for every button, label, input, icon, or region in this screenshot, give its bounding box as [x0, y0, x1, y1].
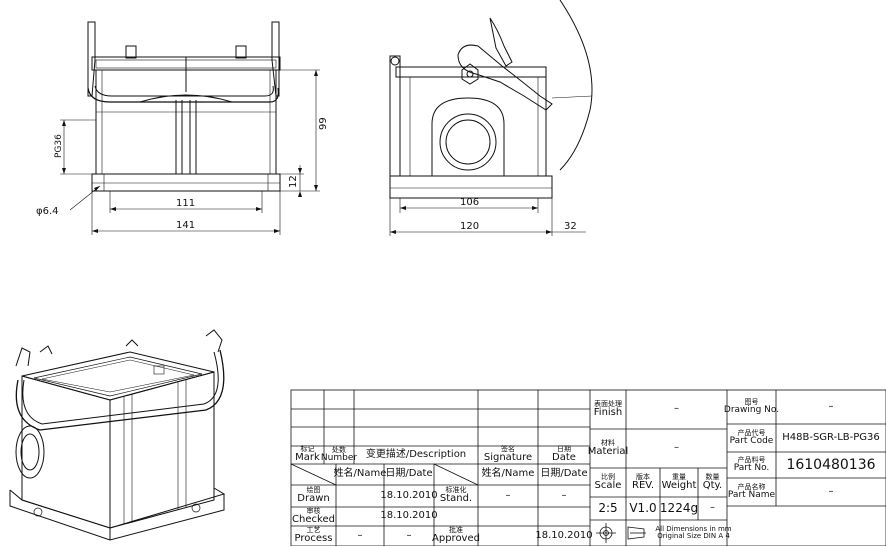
dim-12: 12: [288, 175, 299, 188]
dimension-labels: φ6.4 111 141 99 12 PG36 106 120 32: [36, 117, 577, 232]
front-view: [60, 21, 320, 235]
dim-141: 141: [176, 220, 195, 231]
dim-99: 99: [318, 117, 329, 130]
projection-symbol: [596, 523, 646, 543]
dim-phi: φ6.4: [36, 206, 59, 217]
dim-pg36: PG36: [54, 134, 64, 158]
dim-106: 106: [460, 197, 479, 208]
dim-120: 120: [460, 221, 479, 232]
dim-32: 32: [564, 221, 577, 232]
dim-111: 111: [176, 198, 195, 209]
isometric-view: [9, 329, 226, 541]
title-block-grid: [290, 389, 886, 546]
side-view: [389, 0, 593, 236]
